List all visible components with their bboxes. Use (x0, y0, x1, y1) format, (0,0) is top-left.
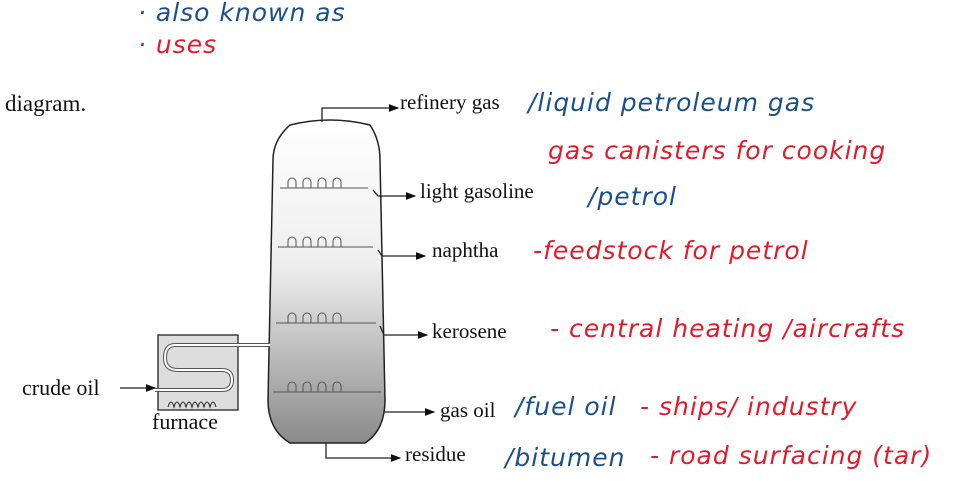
fraction-naphtha: naphtha (432, 238, 499, 262)
fraction-gas-oil: gas oil (440, 398, 496, 422)
fraction-light-gasoline: light gasoline (420, 179, 534, 203)
use-refinery-gas: gas canisters for cooking (548, 136, 887, 165)
use-naphtha: -feedstock for petrol (533, 236, 809, 265)
aka-gas-oil: /fuel oil (515, 392, 617, 421)
aka-refinery-gas: /liquid petroleum gas (528, 88, 816, 117)
use-gas-oil: - ships/ industry (640, 392, 858, 421)
fraction-kerosene: kerosene (432, 319, 507, 343)
fraction-residue: residue (405, 442, 466, 466)
legend-uses: · uses (138, 30, 218, 59)
aka-residue: /bitumen (505, 443, 626, 472)
use-kerosene: - central heating /aircrafts (550, 314, 906, 343)
furnace-label: furnace (152, 409, 218, 434)
use-residue: - road surfacing (tar) (650, 441, 933, 470)
fraction-refinery-gas: refinery gas (400, 90, 500, 114)
pipes-and-arrows (120, 104, 436, 462)
trays (273, 177, 381, 393)
crude-oil-label: crude oil (22, 375, 100, 400)
intro-text: diagram. (5, 91, 87, 116)
aka-light-gasoline: /petrol (588, 182, 677, 211)
furnace (155, 334, 270, 411)
legend-known-as: · also known as (138, 0, 346, 27)
column (267, 119, 386, 444)
